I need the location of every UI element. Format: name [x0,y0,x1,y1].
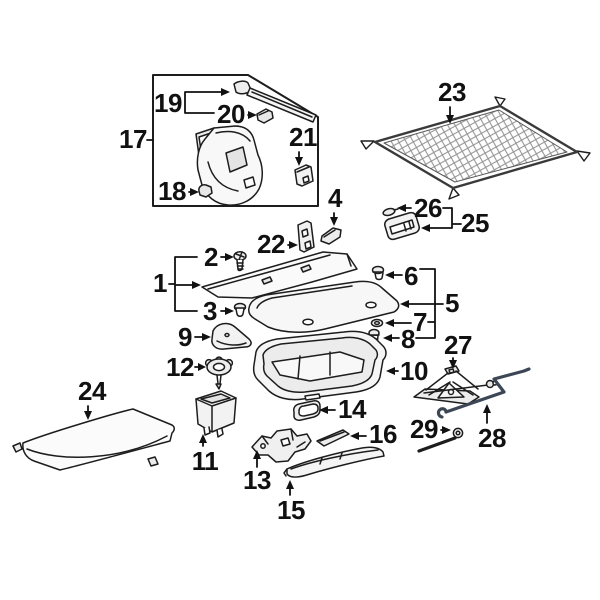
part-scissor-jack [413,365,498,405]
callout-label-9: 9 [178,322,192,352]
part-rail [233,80,317,123]
part-lamp [384,211,420,241]
part-rear-finish-panel [201,251,358,299]
part-jack-handle-rod [436,367,531,419]
part-side-bracket [297,220,315,253]
callout-label-22: 22 [257,229,285,259]
callout-label-4: 4 [328,183,342,213]
callout-label-20: 20 [217,99,245,129]
arrowheads [84,88,491,489]
callout-label-27: 27 [444,330,472,360]
part-washer [370,318,384,328]
callout-label-26: 26 [414,193,442,223]
callout-label-21: 21 [289,122,317,152]
part-pull-handle [293,400,321,421]
part-lock-bracket [251,428,312,463]
part-rail-clip [256,108,274,124]
part-floor-board [248,280,400,333]
callout-label-6: 6 [404,261,418,291]
part-trim-clip [198,184,213,198]
part-clip-6 [371,265,385,281]
callout-label-12: 12 [166,352,194,382]
callout-label-2: 2 [204,242,218,272]
part-bulb [382,207,399,217]
part-wing-knob [204,356,234,390]
callout-label-17: 17 [119,124,147,154]
part-cargo-cover [12,408,175,471]
callout-label-11: 11 [191,446,219,476]
callout-label-13: 13 [243,465,271,495]
part-storage-tub [252,330,387,401]
callout-label-5: 5 [445,288,459,318]
callout-label-24: 24 [78,376,106,406]
part-trim-strip [316,429,350,447]
callout-label-19: 19 [154,88,182,118]
callout-label-25: 25 [461,208,489,238]
part-tool-box [195,390,237,438]
part-corner-bracket [294,164,314,187]
callout-label-28: 28 [478,423,506,453]
part-lug-wrench [417,427,464,453]
callout-label-16: 16 [369,419,397,449]
callout-label-14: 14 [338,394,366,424]
callout-label-29: 29 [410,414,438,444]
part-clip-4 [320,227,342,245]
callout-label-8: 8 [401,324,415,354]
callout-label-15: 15 [277,495,305,525]
callout-label-23: 23 [438,77,466,107]
part-box-quarter-trim-group [152,74,319,207]
callout-label-3: 3 [203,296,217,326]
part-push-clip [233,302,247,317]
part-sill-plate [283,446,385,478]
callout-label-18: 18 [158,176,186,206]
part-screw [233,251,247,272]
callout-label-1: 1 [153,268,167,298]
part-spacer-wedge [211,322,252,350]
part-cargo-net [360,96,591,200]
callout-label-10: 10 [400,356,428,386]
callout-label-7: 7 [413,307,427,337]
part-quarter-trim-panel [195,125,263,206]
